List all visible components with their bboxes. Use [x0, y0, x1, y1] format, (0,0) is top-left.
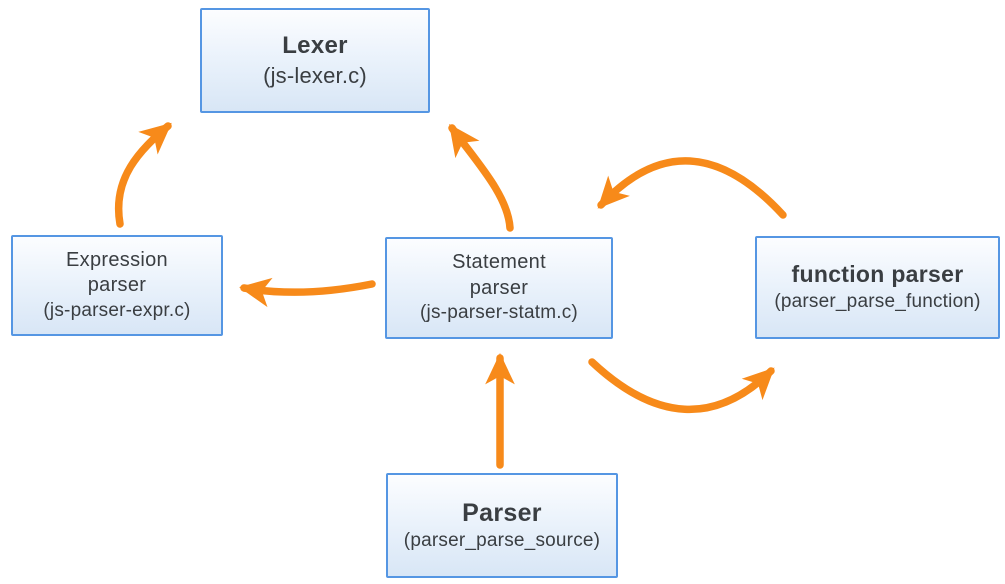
- node-statement-parser-title: Statement parser: [452, 251, 546, 299]
- node-parser: Parser (parser_parse_source): [386, 473, 618, 578]
- arrow-function-parser-to-statement-parser: [597, 157, 787, 219]
- node-function-parser: function parser (parser_parse_function): [755, 236, 1000, 339]
- node-parser-subtitle: (parser_parse_source): [403, 530, 601, 552]
- arrow-statement-parser-to-expression-parser: [239, 277, 376, 308]
- node-expression-parser-subtitle: (js-parser-expr.c): [43, 299, 191, 321]
- node-statement-parser: Statement parser (js-parser-statm.c): [385, 237, 613, 339]
- arrow-statement-parser-to-function-parser: [588, 358, 775, 414]
- node-parser-title: Parser: [462, 499, 542, 528]
- node-function-parser-title: function parser: [791, 261, 964, 288]
- node-lexer-subtitle: (js-lexer.c): [263, 62, 367, 88]
- node-lexer: Lexer (js-lexer.c): [200, 8, 430, 113]
- node-expression-parser-title: Expression parser: [66, 248, 168, 297]
- node-function-parser-subtitle: (parser_parse_function): [774, 290, 981, 312]
- node-statement-parser-subtitle: (js-parser-statm.c): [420, 302, 578, 324]
- arrow-expression-parser-to-lexer: [114, 122, 172, 228]
- node-lexer-title: Lexer: [282, 31, 348, 59]
- node-expression-parser: Expression parser (js-parser-expr.c): [11, 235, 223, 336]
- arrow-statement-parser-to-lexer: [448, 123, 514, 232]
